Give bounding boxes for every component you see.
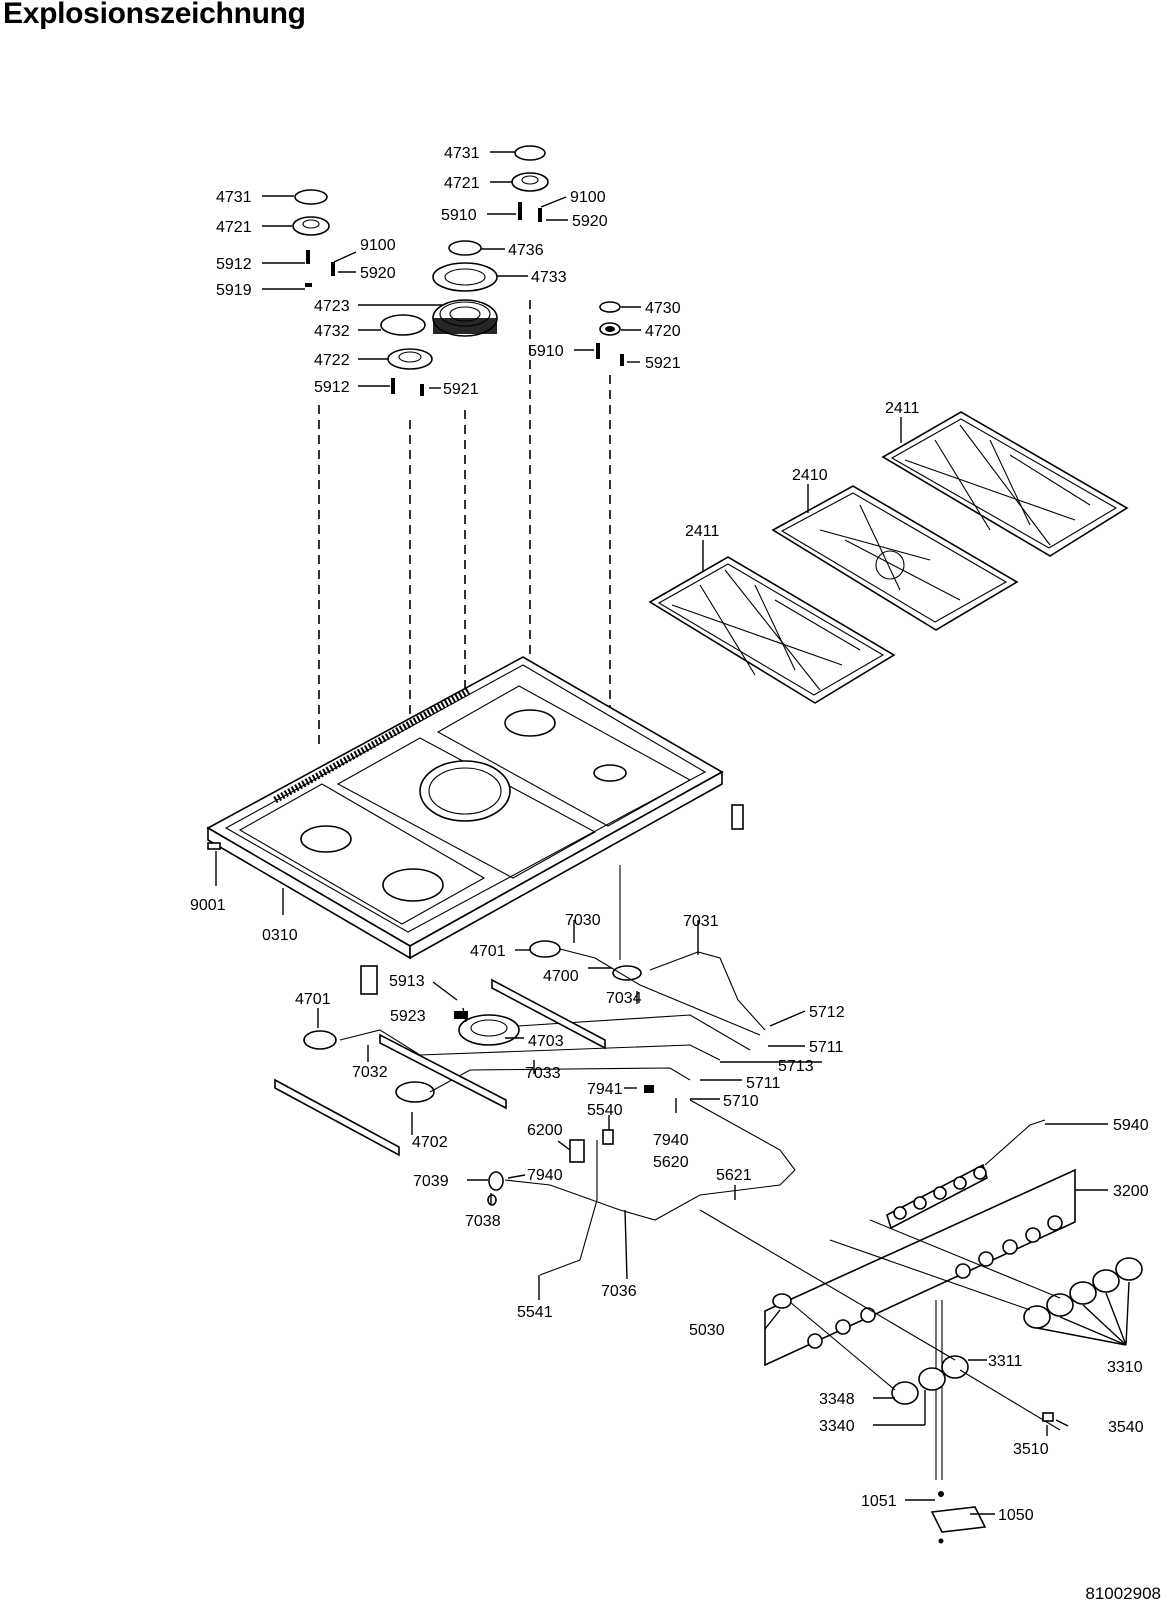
label-9100b: 9100 [570, 189, 606, 206]
center-burner-parts [432, 145, 549, 337]
label-4701: 4701 [470, 943, 506, 960]
label-5912b: 5912 [314, 379, 350, 396]
label-3340: 3340 [819, 1418, 855, 1435]
label-4721: 4721 [216, 219, 252, 236]
label-9001: 9001 [190, 897, 226, 914]
label-7036: 7036 [601, 1283, 637, 1300]
burner-cap-4731 [294, 189, 328, 205]
label-5921: 5921 [443, 381, 479, 398]
label-7034: 7034 [606, 990, 642, 1007]
label-1050: 1050 [998, 1507, 1034, 1524]
label-3510: 3510 [1013, 1441, 1049, 1458]
label-5710: 5710 [723, 1093, 759, 1110]
right-burner-parts [596, 301, 624, 366]
label-5919: 5919 [216, 282, 252, 299]
label-3310: 3310 [1107, 1359, 1143, 1376]
pan-support-2410 [771, 485, 1019, 631]
label-7033: 7033 [525, 1065, 561, 1082]
burner-cap-4731b [514, 145, 546, 161]
label-5713: 5713 [778, 1058, 814, 1075]
label-7039: 7039 [413, 1173, 449, 1190]
label-7030: 7030 [565, 912, 601, 929]
label-4732: 4732 [314, 323, 350, 340]
label-4703: 4703 [528, 1033, 564, 1050]
label-5923: 5923 [390, 1008, 426, 1025]
label-2411-top: 2411 [885, 400, 920, 417]
page-title: Explosionszeichnung [3, 0, 306, 30]
label-6200: 6200 [527, 1122, 563, 1139]
label-0310: 0310 [262, 927, 298, 944]
label-4701b: 4701 [295, 991, 331, 1008]
label-4731: 4731 [216, 189, 252, 206]
label-7038: 7038 [465, 1213, 501, 1230]
label-2411-left: 2411 [685, 523, 720, 540]
burner-ring-4733 [432, 262, 498, 292]
label-5541: 5541 [517, 1304, 553, 1321]
label-5711: 5711 [809, 1039, 844, 1056]
label-4721b: 4721 [444, 175, 480, 192]
part-labels: 4731 4721 5912 9100 5920 5919 4723 4732 … [190, 145, 1149, 1524]
gas-parts [274, 940, 1046, 1276]
label-5940: 5940 [1113, 1117, 1149, 1134]
document-number: 81002908 [1085, 1584, 1161, 1603]
burner-head-4721 [292, 216, 330, 236]
label-5621: 5621 [716, 1167, 752, 1184]
label-7940b: 7940 [527, 1167, 563, 1184]
label-1051: 1051 [861, 1493, 897, 1510]
label-5910b: 5910 [528, 343, 564, 360]
label-5920b: 5920 [572, 213, 608, 230]
label-3200: 3200 [1113, 1183, 1149, 1200]
label-5912: 5912 [216, 256, 252, 273]
label-5910: 5910 [441, 207, 477, 224]
label-4720: 4720 [645, 323, 681, 340]
label-4730: 4730 [645, 300, 681, 317]
label-5920: 5920 [360, 265, 396, 282]
label-5540: 5540 [587, 1102, 623, 1119]
burner-cap-4730 [599, 301, 621, 313]
label-2410: 2410 [792, 467, 828, 484]
hob-top-0310 [206, 656, 744, 960]
control-panel [699, 1168, 1143, 1544]
label-5712: 5712 [809, 1004, 845, 1021]
label-4722: 4722 [314, 352, 350, 369]
label-4736: 4736 [508, 242, 544, 259]
pan-support-2411-top [881, 411, 1129, 557]
burner-cap-4732 [380, 314, 426, 336]
pan-support-2411-left [648, 556, 896, 704]
label-7941: 7941 [587, 1081, 623, 1098]
label-3540: 3540 [1108, 1419, 1144, 1436]
label-5030: 5030 [689, 1322, 725, 1339]
pan-supports [648, 411, 1129, 704]
label-7032: 7032 [352, 1064, 388, 1081]
label-4723: 4723 [314, 298, 350, 315]
label-5913: 5913 [389, 973, 425, 990]
label-4702: 4702 [412, 1134, 448, 1151]
label-4731b: 4731 [444, 145, 480, 162]
label-7031: 7031 [683, 913, 719, 930]
label-5711b: 5711 [746, 1075, 781, 1092]
label-3311: 3311 [988, 1353, 1023, 1370]
label-5921b: 5921 [645, 355, 681, 372]
label-5620: 5620 [653, 1154, 689, 1171]
left-burner-parts [292, 189, 433, 396]
leader-lines [215, 151, 1130, 1515]
label-4700: 4700 [543, 968, 579, 985]
burner-cap-4736 [448, 240, 482, 256]
label-3348: 3348 [819, 1391, 855, 1408]
label-4733: 4733 [531, 269, 567, 286]
label-9100: 9100 [360, 237, 396, 254]
label-7940: 7940 [653, 1132, 689, 1149]
